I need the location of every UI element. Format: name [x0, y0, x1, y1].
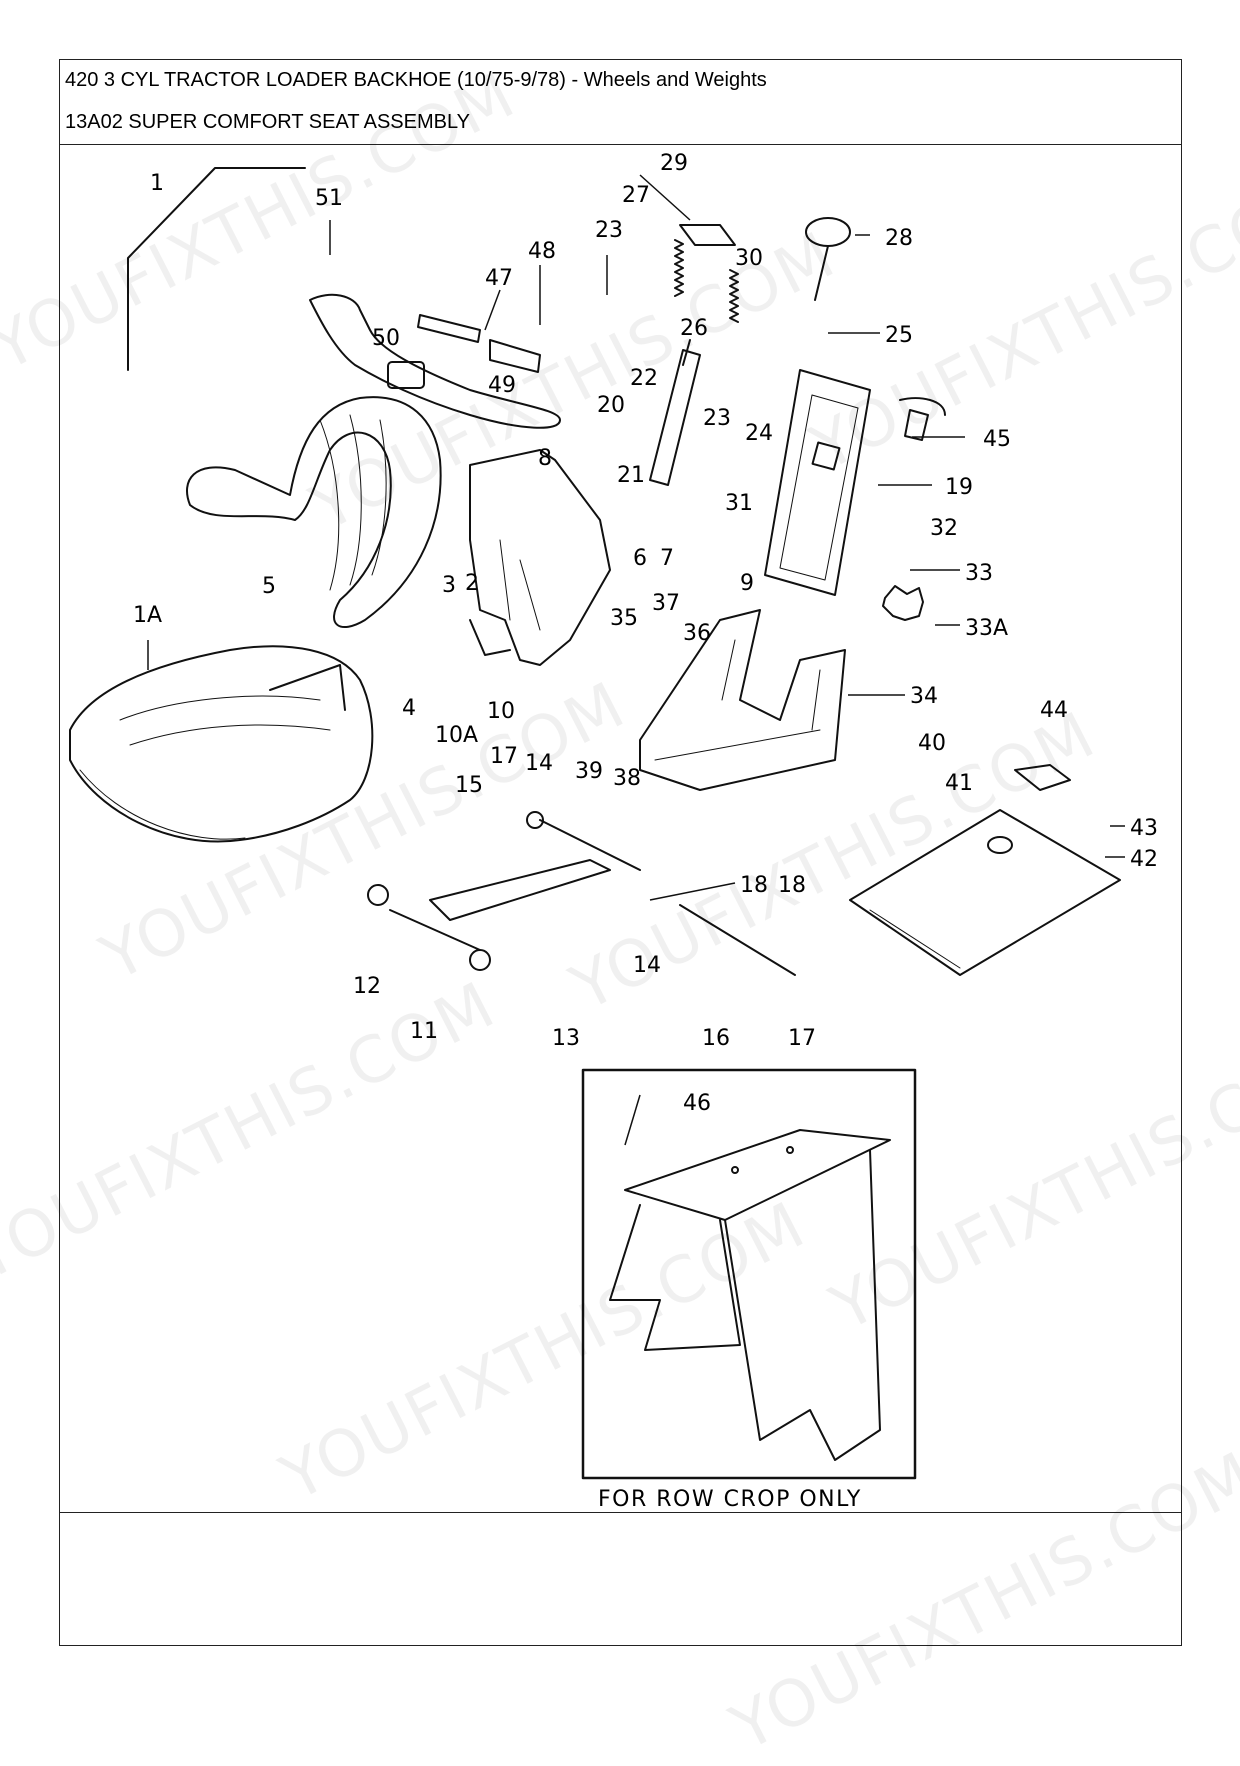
rod-part	[679, 904, 796, 976]
callout-42: 42	[1130, 847, 1158, 872]
callout-47: 47	[485, 266, 513, 291]
slide-tray-part	[849, 809, 1121, 976]
callout-40: 40	[918, 731, 946, 756]
callout-3: 3	[442, 573, 456, 598]
leader-lines	[147, 174, 1125, 1146]
callout-48: 48	[528, 239, 556, 264]
callout-6: 6	[633, 546, 647, 571]
callout-13: 13	[552, 1026, 580, 1051]
row-crop-bracket-part	[581, 1068, 917, 1480]
callout-44: 44	[1040, 698, 1068, 723]
star-knob-part	[882, 585, 924, 621]
callout-2: 2	[465, 571, 479, 596]
spring-left-part	[674, 239, 684, 297]
seat-back-part	[186, 396, 442, 629]
seat-pan-bracket-part	[639, 609, 846, 791]
callout-23-mid: 23	[703, 406, 731, 431]
callout-46: 46	[683, 1091, 711, 1116]
adjusting-knob-part	[805, 217, 851, 301]
page-frame: 420 3 CYL TRACTOR LOADER BACKHOE (10/75-…	[59, 59, 1182, 1646]
callout-23-top: 23	[595, 218, 623, 243]
callout-8: 8	[538, 446, 552, 471]
callout-49: 49	[488, 373, 516, 398]
spring-bracket-part	[679, 224, 736, 246]
callout-19: 19	[945, 475, 973, 500]
seat-frame-part	[367, 811, 641, 971]
callout-27: 27	[622, 183, 650, 208]
callout-39: 39	[575, 759, 603, 784]
assembly-bracket-1	[127, 167, 306, 371]
spring-right-part	[729, 269, 739, 323]
callout-4: 4	[402, 696, 416, 721]
callout-17-right: 17	[788, 1026, 816, 1051]
callout-14-bottom: 14	[633, 953, 661, 978]
page-title: 420 3 CYL TRACTOR LOADER BACKHOE (10/75-…	[65, 69, 767, 91]
callout-24: 24	[745, 421, 773, 446]
callout-11: 11	[410, 1019, 438, 1044]
callout-28: 28	[885, 226, 913, 251]
callout-14-top: 14	[525, 751, 553, 776]
callout-31: 31	[725, 491, 753, 516]
callout-34: 34	[910, 684, 938, 709]
callout-5: 5	[262, 574, 276, 599]
callout-16: 16	[702, 1026, 730, 1051]
callout-45: 45	[983, 427, 1011, 452]
callout-10: 10	[487, 699, 515, 724]
callout-20: 20	[597, 393, 625, 418]
slide-plate-part	[764, 369, 871, 596]
callout-22: 22	[630, 366, 658, 391]
callout-18-right: 18	[778, 873, 806, 898]
callout-25: 25	[885, 323, 913, 348]
callout-30: 30	[735, 246, 763, 271]
header-divider	[60, 144, 1181, 145]
seat-bracket-part	[469, 449, 611, 666]
callout-35: 35	[610, 606, 638, 631]
callout-37: 37	[652, 591, 680, 616]
callout-43: 43	[1130, 816, 1158, 841]
callout-12: 12	[353, 974, 381, 999]
callout-1: 1	[150, 171, 164, 196]
callout-15: 15	[455, 773, 483, 798]
callout-33: 33	[965, 561, 993, 586]
callout-18-left: 18	[740, 873, 768, 898]
row-crop-caption: FOR ROW CROP ONLY	[598, 1487, 862, 1512]
callout-1A: 1A	[133, 603, 162, 628]
callout-50: 50	[372, 326, 400, 351]
callout-41: 41	[945, 771, 973, 796]
callout-21: 21	[617, 463, 645, 488]
callout-9: 9	[740, 571, 754, 596]
callout-26: 26	[680, 316, 708, 341]
callout-33A: 33A	[965, 616, 1008, 641]
callout-7: 7	[660, 546, 674, 571]
footer-divider	[60, 1512, 1181, 1513]
section-title: 13A02 SUPER COMFORT SEAT ASSEMBLY	[65, 111, 470, 133]
callout-51: 51	[315, 186, 343, 211]
callout-38: 38	[613, 766, 641, 791]
callout-32: 32	[930, 516, 958, 541]
callout-labels: 1 51 47 48 50 49 23 29 27 30 26 28 25 22…	[133, 151, 1158, 1116]
seat-belt-part	[309, 293, 561, 429]
seat-cushion-part	[69, 645, 374, 843]
clip-part	[1014, 764, 1071, 791]
shock-absorber-part	[649, 339, 701, 486]
handle-part	[899, 397, 946, 441]
callout-29: 29	[660, 151, 688, 176]
callout-17-left: 17	[490, 744, 518, 769]
callout-36: 36	[683, 621, 711, 646]
callout-10A: 10A	[435, 723, 478, 748]
